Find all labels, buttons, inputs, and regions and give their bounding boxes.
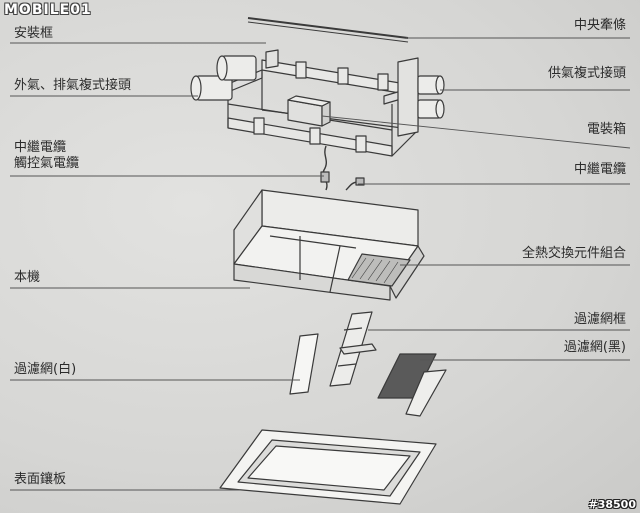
filter-black-part [377, 353, 447, 417]
filter-frame-part [329, 311, 377, 387]
leader-lines [10, 37, 631, 491]
install-frame-part [227, 49, 419, 157]
watermark-stamp: #38500 [588, 498, 637, 511]
face-panel-part [219, 429, 437, 505]
watermark-logo: MOBILE01 [4, 2, 92, 18]
label-center-pull-rod: 中央牽條 [573, 18, 626, 33]
supply-connector-part [417, 75, 445, 119]
relay-cable-part [320, 145, 365, 191]
label-install-frame: 安裝框 [14, 26, 54, 41]
label-relay-cable-touch: 中繼電纜 觸控氣電纜 [14, 140, 80, 171]
label-face-panel: 表面鑲板 [14, 472, 67, 487]
label-relay-cable: 中繼電纜 [573, 162, 626, 177]
label-filter-frame: 過濾網框 [573, 312, 626, 327]
outside-exhaust-connector-part [190, 55, 257, 101]
label-outside-exhaust-connector: 外氣、排氣複式接頭 [14, 78, 132, 93]
label-electrical-box: 電裝箱 [586, 122, 626, 137]
label-heat-exchange-assembly: 全熱交換元件組合 [521, 246, 626, 261]
label-supply-connector: 供氣複式接頭 [547, 66, 626, 81]
filter-white-part [289, 333, 319, 395]
center-pull-rod-part [247, 17, 409, 43]
electrical-box-part [287, 95, 331, 127]
main-unit-part [233, 189, 425, 301]
label-main-unit: 本機 [14, 270, 41, 285]
label-filter-black: 過濾網(黑) [563, 340, 626, 355]
label-filter-white: 過濾網(白) [14, 362, 77, 377]
